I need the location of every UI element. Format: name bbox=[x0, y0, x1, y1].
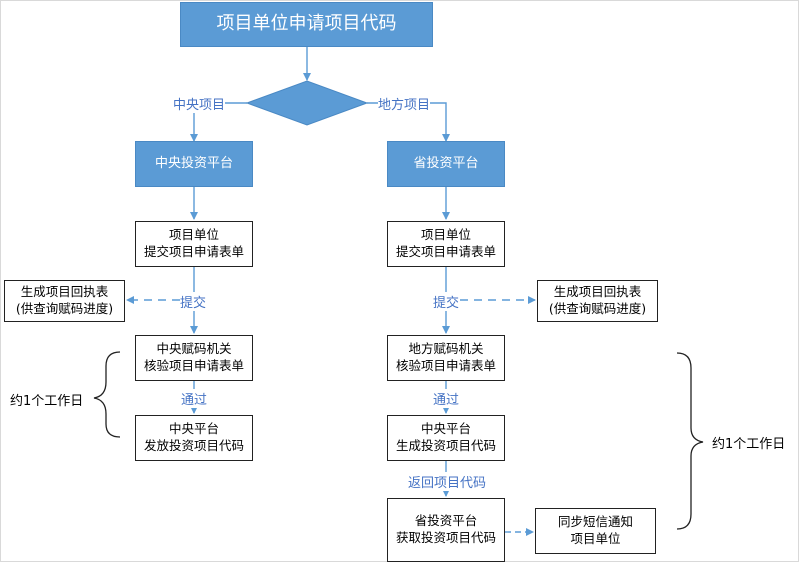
left-receipt-line1: 生成项目回执表 bbox=[20, 284, 109, 300]
central-review-box: 中央赋码机关 核验项目申请表单 bbox=[135, 335, 253, 381]
sms-notify-line1: 同步短信通知 bbox=[557, 514, 633, 530]
sms-notify-line2: 项目单位 bbox=[570, 531, 621, 546]
left-submit-label: 提交 bbox=[180, 292, 207, 311]
central-generate-line2: 生成投资项目代码 bbox=[395, 438, 496, 453]
central-issue-line1: 中央平台 bbox=[168, 421, 219, 437]
central-generate-line1: 中央平台 bbox=[420, 421, 471, 437]
left-pass-label: 通过 bbox=[181, 389, 208, 408]
left-duration-bracket bbox=[93, 351, 121, 438]
right-receipt-line1: 生成项目回执表 bbox=[553, 284, 642, 300]
provincial-platform-label: 省投资平台 bbox=[413, 156, 479, 172]
left-submit-line2: 提交项目申请表单 bbox=[143, 244, 244, 259]
central-issue-box: 中央平台 发放投资项目代码 bbox=[135, 415, 253, 461]
left-receipt-line2: (供查询赋码进度) bbox=[15, 301, 114, 316]
decision-diamond bbox=[245, 80, 369, 126]
left-duration-label: 约1个工作日 bbox=[10, 394, 84, 409]
decision-left-label: 中央项目 bbox=[173, 94, 226, 113]
local-review-line1: 地方赋码机关 bbox=[408, 341, 484, 357]
right-receipt-box: 生成项目回执表 (供查询赋码进度) bbox=[537, 280, 658, 322]
right-submit-box: 项目单位 提交项目申请表单 bbox=[387, 221, 505, 267]
right-submit-label: 提交 bbox=[433, 292, 460, 311]
sms-notify-box: 同步短信通知 项目单位 bbox=[535, 508, 656, 554]
central-platform-box: 中央投资平台 bbox=[135, 141, 253, 187]
decision-right-label: 地方项目 bbox=[378, 94, 431, 113]
provincial-platform-box: 省投资平台 bbox=[387, 141, 505, 187]
central-issue-line2: 发放投资项目代码 bbox=[143, 438, 244, 453]
central-platform-label: 中央投资平台 bbox=[154, 156, 233, 172]
right-submit-line2: 提交项目申请表单 bbox=[395, 244, 496, 259]
right-duration-bracket bbox=[676, 352, 704, 530]
title-box: 项目单位申请项目代码 bbox=[180, 2, 433, 47]
right-duration-label: 约1个工作日 bbox=[712, 437, 786, 452]
central-review-line2: 核验项目申请表单 bbox=[143, 358, 244, 373]
local-review-box: 地方赋码机关 核验项目申请表单 bbox=[387, 335, 505, 381]
provincial-obtain-box: 省投资平台 获取投资项目代码 bbox=[387, 498, 505, 562]
right-submit-line1: 项目单位 bbox=[420, 227, 471, 243]
provincial-obtain-line2: 获取投资项目代码 bbox=[395, 530, 496, 545]
right-pass-label: 通过 bbox=[433, 389, 460, 408]
page-title: 项目单位申请项目代码 bbox=[216, 13, 397, 35]
provincial-obtain-line1: 省投资平台 bbox=[414, 513, 478, 529]
right-receipt-line2: (供查询赋码进度) bbox=[548, 301, 647, 316]
left-receipt-box: 生成项目回执表 (供查询赋码进度) bbox=[4, 280, 125, 322]
central-review-line1: 中央赋码机关 bbox=[156, 341, 232, 357]
left-submit-line1: 项目单位 bbox=[168, 227, 219, 243]
central-generate-box: 中央平台 生成投资项目代码 bbox=[387, 415, 505, 461]
return-code-label: 返回项目代码 bbox=[408, 472, 487, 491]
local-review-line2: 核验项目申请表单 bbox=[395, 358, 496, 373]
left-submit-box: 项目单位 提交项目申请表单 bbox=[135, 221, 253, 267]
